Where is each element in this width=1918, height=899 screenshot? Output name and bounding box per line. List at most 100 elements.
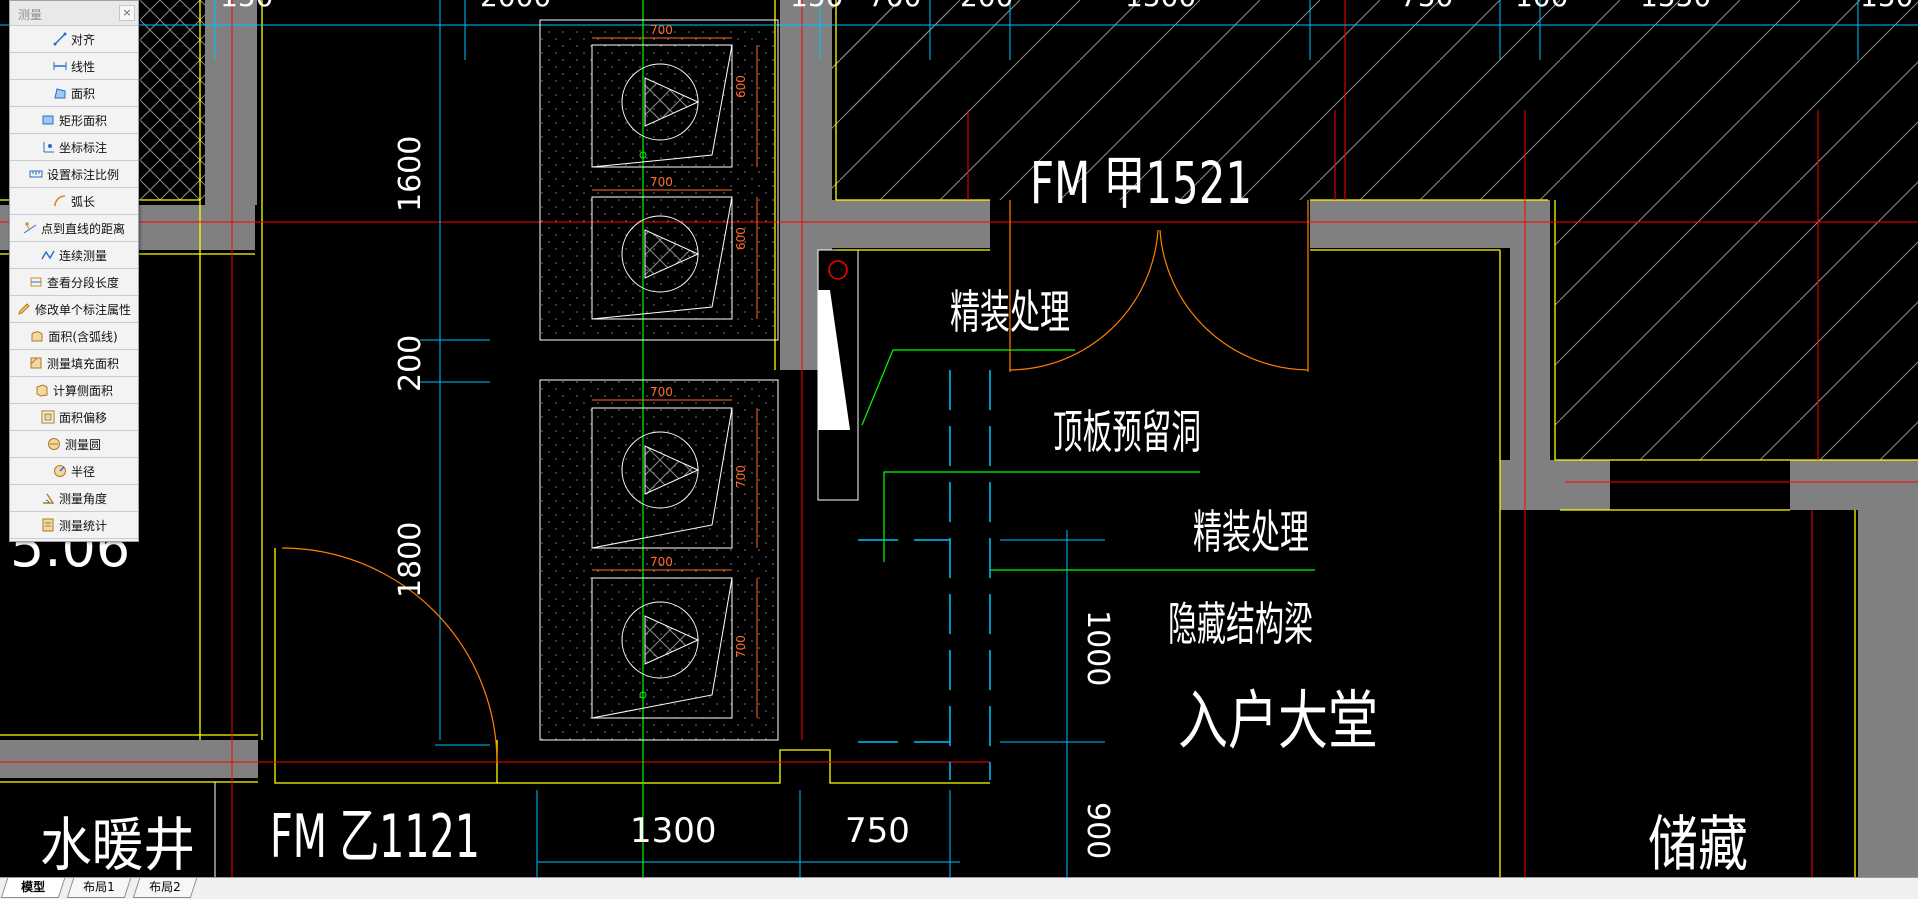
tool-label: 查看分段长度	[46, 275, 119, 290]
green-node-1	[639, 151, 647, 159]
fan-unit-1	[591, 44, 733, 168]
red-axis-lines	[0, 0, 1918, 877]
tool-arc-length[interactable]: 弧长	[10, 188, 138, 215]
unit-dim: 700	[650, 385, 673, 399]
label-ceiling-hole: 顶板预留洞	[1053, 405, 1201, 459]
unit-dim-lines	[592, 37, 758, 718]
tool-angle[interactable]: 测量角度	[10, 485, 138, 512]
hatch-area-icon	[30, 357, 42, 369]
tool-label: 弧长	[70, 194, 95, 209]
door-label-fm-jia: FM 甲1521	[1030, 149, 1252, 217]
top-dim: 150	[220, 0, 273, 13]
red-circle-marker	[828, 260, 848, 280]
tab-label: 布局2	[149, 880, 181, 894]
tool-label: 半径	[70, 464, 95, 479]
tool-side-area[interactable]: 计算侧面积	[10, 377, 138, 404]
tool-label: 测量圆	[64, 437, 101, 452]
top-dimension-texts: 150 2000 150 700 200 1500 750 100 1550 1…	[220, 0, 1913, 13]
tool-label: 测量角度	[58, 491, 107, 506]
tool-coordinate[interactable]: 坐标标注	[10, 134, 138, 161]
dim-200: 200	[393, 335, 428, 392]
dim-900: 900	[1080, 802, 1115, 859]
side-area-icon	[36, 384, 48, 397]
tool-dimension-scale[interactable]: 设置标注比例	[10, 161, 138, 188]
top-dim: 100	[1515, 0, 1568, 13]
tool-label: 测量统计	[58, 518, 107, 533]
edit-dimension-icon	[18, 303, 30, 315]
tab-label: 布局1	[83, 880, 115, 894]
hatch-area-left	[140, 0, 208, 200]
continuous-measure-icon	[41, 250, 55, 260]
black-wedge	[830, 290, 850, 430]
fan-unit-3	[591, 407, 733, 549]
tool-label: 修改单个标注属性	[34, 302, 131, 317]
unit-dim: 700	[650, 555, 673, 569]
measure-tool-panel[interactable]: 测量 × 对齐线性面积矩形面积坐标标注设置标注比例弧长点到直线的距离连续测量查看…	[9, 0, 139, 542]
tool-arc-area[interactable]: 面积(含弧线)	[10, 323, 138, 350]
tool-area-offset[interactable]: 面积偏移	[10, 404, 138, 431]
tool-label: 计算侧面积	[52, 383, 113, 398]
tool-label: 面积偏移	[58, 410, 107, 425]
statistics-icon	[42, 518, 54, 532]
tab-layout-2[interactable]: 布局2	[132, 878, 198, 898]
tool-hatch-area[interactable]: 测量填充面积	[10, 350, 138, 377]
dim-1000: 1000	[1080, 610, 1115, 686]
tool-label: 点到直线的距离	[40, 221, 125, 236]
tab-label: 模型	[21, 880, 46, 894]
tool-label: 线性	[70, 59, 95, 74]
tab-layout-1[interactable]: 布局1	[66, 878, 132, 898]
tool-area[interactable]: 面积	[10, 80, 138, 107]
tool-continuous-measure[interactable]: 连续测量	[10, 242, 138, 269]
tool-label: 面积(含弧线)	[48, 329, 118, 344]
point-to-line-icon	[23, 222, 37, 234]
tool-label: 测量填充面积	[46, 356, 119, 371]
top-dim: 1550	[1640, 0, 1711, 13]
tool-label: 设置标注比例	[46, 167, 119, 182]
label-plumbing-shaft: 水暖井	[40, 811, 195, 877]
tool-segment-length[interactable]: 查看分段长度	[10, 269, 138, 296]
unit-dim: 700	[650, 23, 673, 37]
label-storage: 储藏	[1648, 810, 1748, 877]
green-node-2	[639, 691, 647, 699]
tool-label: 对齐	[70, 32, 95, 47]
linear-dimension-icon	[53, 62, 67, 70]
dimension-scale-icon	[29, 170, 43, 178]
fan-unit-2	[591, 196, 733, 320]
hatch-area-top-right	[830, 0, 1918, 200]
door-label-fm-yi: FM 乙1121	[270, 802, 480, 872]
top-dim: 200	[960, 0, 1013, 13]
area-icon	[54, 88, 66, 99]
tab-model[interactable]: 模型	[0, 878, 66, 898]
tool-measure-circle[interactable]: 测量圆	[10, 431, 138, 458]
hatch-corridor	[830, 0, 950, 110]
rectangle-area-icon	[42, 115, 54, 125]
tool-linear-dimension[interactable]: 线性	[10, 53, 138, 80]
dim-750: 750	[845, 811, 910, 851]
panel-title: 测量	[18, 8, 43, 22]
segment-length-icon	[30, 277, 42, 287]
top-dim: 150	[790, 0, 843, 13]
tool-aligned-dimension[interactable]: 对齐	[10, 26, 138, 53]
arc-length-icon	[54, 195, 66, 207]
tool-label: 坐标标注	[58, 140, 107, 155]
tool-statistics[interactable]: 测量统计	[10, 512, 138, 539]
tool-list: 对齐线性面积矩形面积坐标标注设置标注比例弧长点到直线的距离连续测量查看分段长度修…	[10, 26, 138, 539]
cad-drawing-canvas[interactable]: 150 2000 150 700 200 1500 750 100 1550 1…	[0, 0, 1918, 877]
tool-rectangle-area[interactable]: 矩形面积	[10, 107, 138, 134]
angle-icon	[42, 493, 55, 504]
tool-point-to-line[interactable]: 点到直线的距离	[10, 215, 138, 242]
unit-dim: 700	[734, 465, 748, 488]
label-hidden-beam: 隐藏结构梁	[1168, 597, 1313, 651]
coordinate-icon	[43, 142, 54, 153]
tool-radius[interactable]: 半径	[10, 458, 138, 485]
close-icon[interactable]: ×	[119, 5, 135, 21]
tool-edit-dimension[interactable]: 修改单个标注属性	[10, 296, 138, 323]
door-swings	[281, 200, 1309, 764]
equipment-frames	[539, 19, 779, 741]
top-dim: 700	[868, 0, 921, 13]
unit-dim: 600	[734, 227, 748, 250]
dim-1300: 1300	[630, 811, 717, 851]
panel-header[interactable]: 测量 ×	[10, 1, 138, 26]
top-dim: 750	[1400, 0, 1453, 13]
dim-1800: 1800	[393, 522, 428, 598]
